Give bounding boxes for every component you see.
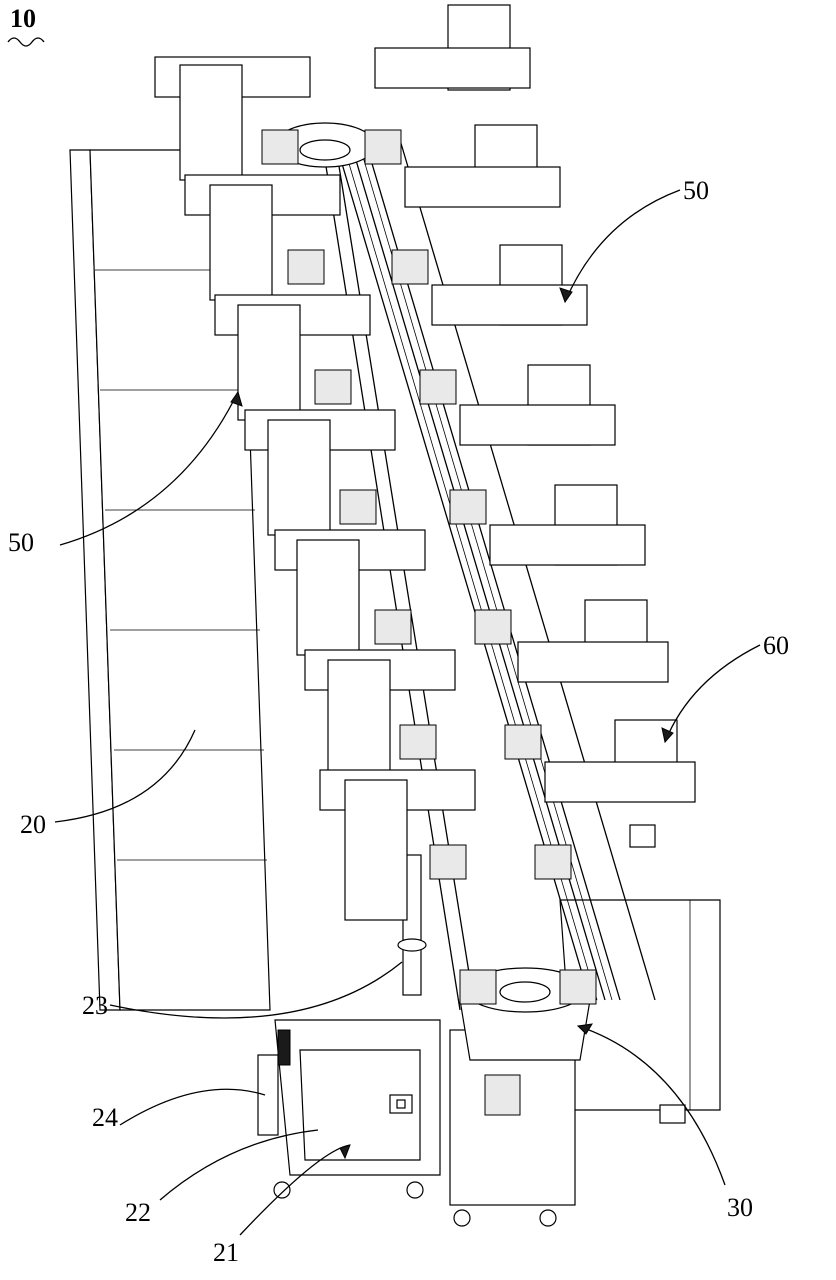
label-21: 21: [213, 1240, 239, 1266]
figure-label: 10: [10, 6, 36, 32]
bottom-turntable-30: [450, 968, 590, 1226]
right-module-row: [375, 5, 695, 847]
label-60: 60: [763, 633, 789, 659]
leader-24: [120, 1089, 265, 1125]
label-20: 20: [20, 812, 46, 838]
label-30: 30: [727, 1195, 753, 1221]
label-24: 24: [92, 1105, 118, 1131]
label-50-top: 50: [683, 178, 709, 204]
label-22: 22: [125, 1200, 151, 1226]
leader-60: [665, 645, 760, 742]
figure-label-tilde: [8, 38, 44, 46]
label-50-left: 50: [8, 530, 34, 556]
label-23: 23: [82, 993, 108, 1019]
front-control-cabinet: [258, 1020, 440, 1198]
